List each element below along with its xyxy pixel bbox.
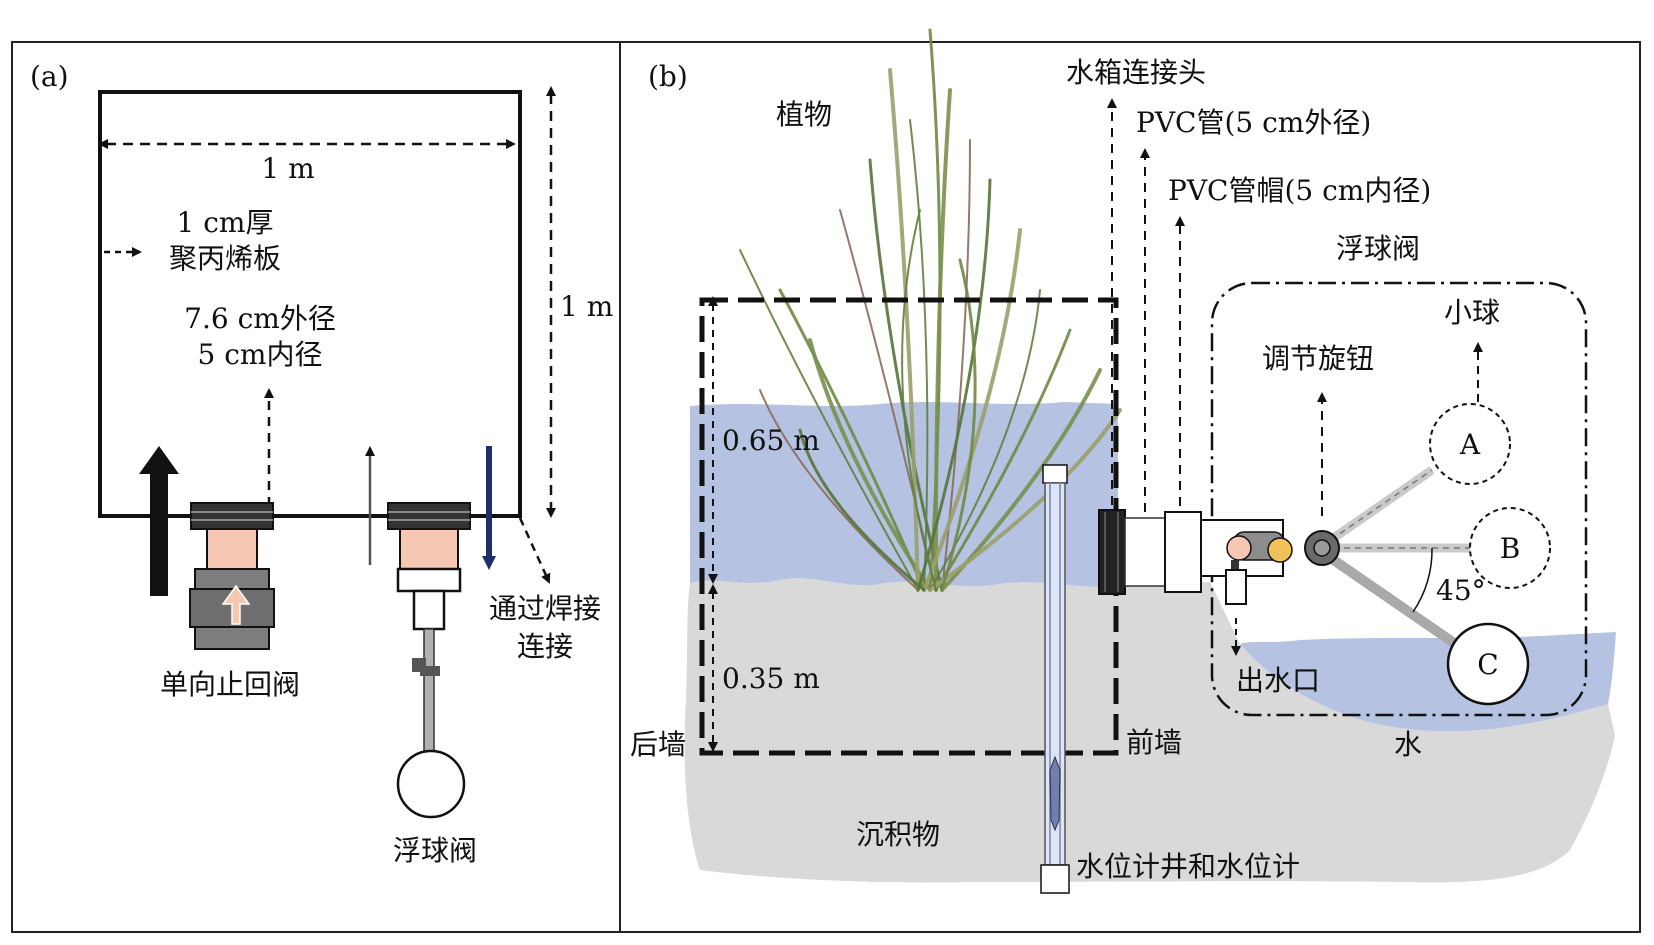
pipe-label-line1: 7.6 cm外径 <box>184 302 336 335</box>
board-label-line1: 1 cm厚 <box>176 206 274 239</box>
float-valve-detail-box <box>1210 281 1588 717</box>
weld-label-line1: 通过焊接 <box>488 592 601 625</box>
tank-connector-icon <box>1098 509 1126 595</box>
plant-blade <box>808 338 932 592</box>
plant-blade <box>916 178 992 592</box>
plant-blade <box>759 389 919 591</box>
outlet-nozzle <box>1225 569 1247 605</box>
ball-c-icon <box>1446 622 1530 706</box>
ball-a-label: A <box>1459 428 1481 461</box>
check-valve-neck <box>206 528 258 570</box>
outlet-label: 出水口 <box>1236 664 1321 697</box>
check-valve-flange <box>190 502 274 530</box>
float-arm-c <box>1319 547 1473 659</box>
plant-blade <box>922 228 1022 592</box>
water-level-sensor-icon <box>1049 755 1061 832</box>
angle-label: 45° <box>1436 574 1486 607</box>
plant-blade <box>933 88 952 592</box>
width-label: 1 m <box>261 152 315 185</box>
ball-c-label: C <box>1477 648 1499 681</box>
water-depth-label: 0.65 m <box>722 424 820 457</box>
ball-b-label: B <box>1499 532 1521 565</box>
plant-blade <box>909 119 929 591</box>
pvc-pipe-label: PVC管(5 cm外径) <box>1136 106 1372 139</box>
small-ball-label: 小球 <box>1444 296 1501 329</box>
inflow-arrow-icon <box>139 446 179 474</box>
sediment-area <box>684 578 1615 883</box>
weld-pointer-arrow <box>518 517 551 584</box>
water-label: 水 <box>1394 728 1423 761</box>
tank-outline <box>98 90 522 518</box>
plant-blade <box>901 209 937 591</box>
weld-label-line2: 连接 <box>516 630 573 663</box>
panel-a-tag: (a) <box>30 60 69 93</box>
plant-icon <box>739 28 1122 592</box>
float-valve-label: 浮球阀 <box>392 834 477 867</box>
front-wall-label: 前墙 <box>1126 726 1183 759</box>
plant-blade <box>798 428 926 592</box>
pvc-cap-label: PVC管帽(5 cm内径) <box>1168 174 1432 207</box>
inflow-arrow-shaft <box>150 470 168 596</box>
tank-connector-label: 水箱连接头 <box>1066 56 1207 89</box>
sediment-depth-label: 0.35 m <box>722 662 820 695</box>
float-valve-neck <box>399 528 459 570</box>
float-valve-flange <box>387 502 471 530</box>
board-label-line2: 聚丙烯板 <box>168 242 281 275</box>
tank-water <box>690 402 1118 587</box>
mesocosm-outline <box>699 297 1119 756</box>
sediment-label: 沉积物 <box>856 818 941 851</box>
float-ball-icon <box>396 749 466 819</box>
float-valve-rod <box>423 628 435 752</box>
pipe-label-line2: 5 cm内径 <box>197 338 323 371</box>
height-label: 1 m <box>560 290 614 323</box>
back-wall-label: 后墙 <box>630 728 687 761</box>
plant-label: 植物 <box>776 98 833 131</box>
float-valve-detail-label: 浮球阀 <box>1336 232 1421 265</box>
plant-blade <box>934 328 1072 592</box>
ball-b-icon <box>1469 507 1551 589</box>
panel-b-tag: (b) <box>648 60 688 93</box>
plant-blade <box>868 158 944 592</box>
plant-blade <box>739 249 919 591</box>
ball-a-icon <box>1429 403 1511 485</box>
panel-b-frame <box>619 41 1641 933</box>
flow-direction-arrow-icon <box>221 584 251 625</box>
yellow-gear-icon <box>1267 537 1293 563</box>
knob-label: 调节旋钮 <box>1262 342 1375 375</box>
well-label: 水位计井和水位计 <box>1076 850 1301 883</box>
pvc-cap-icon <box>1164 511 1202 593</box>
check-valve-label: 单向止回阀 <box>159 668 300 701</box>
pvc-pipe-icon <box>1124 517 1166 587</box>
plant-blade <box>888 68 920 592</box>
